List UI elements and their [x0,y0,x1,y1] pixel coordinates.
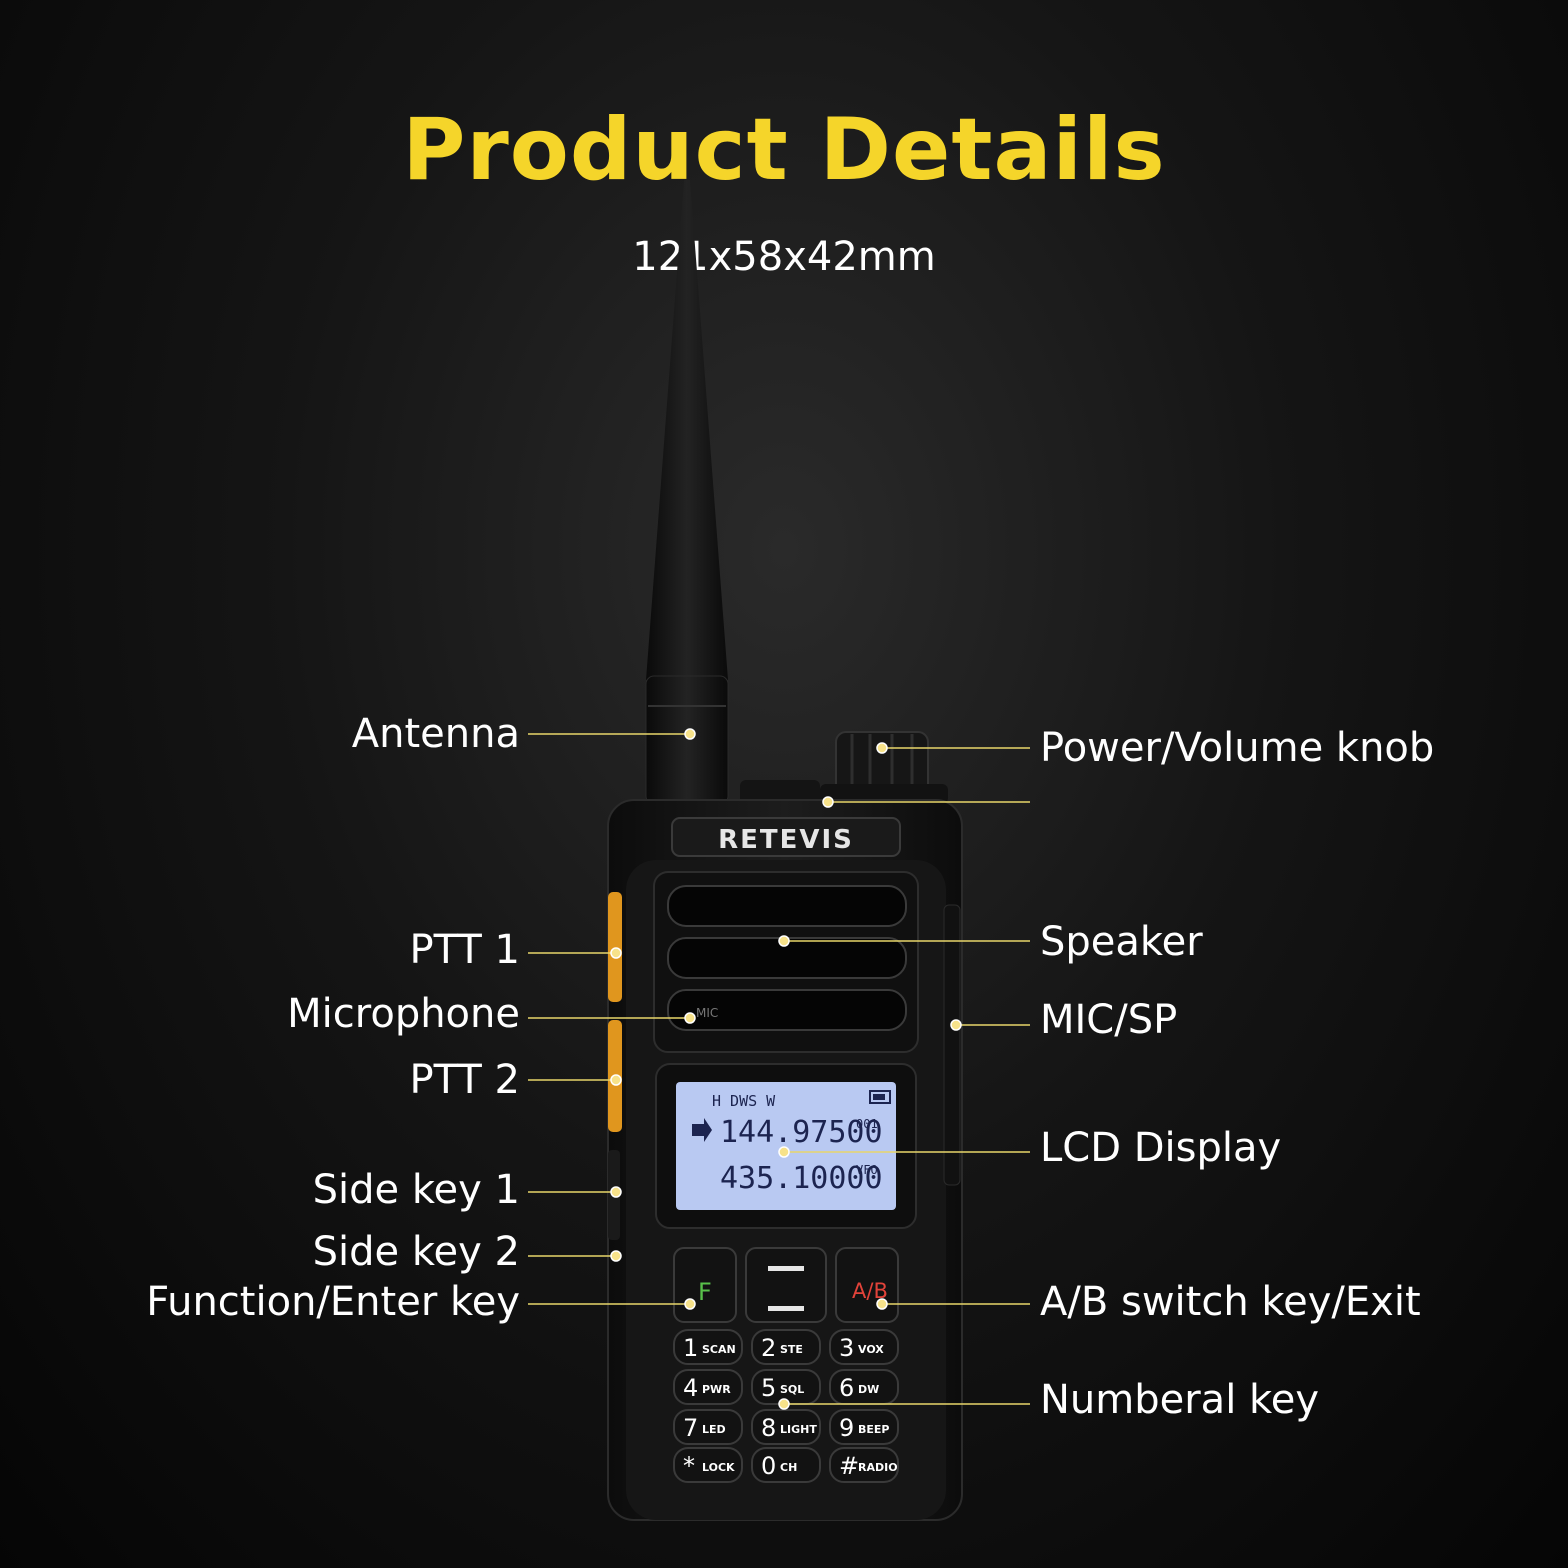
lcd-freq-a: 144.97500 [720,1115,883,1150]
nav-key[interactable] [745,1247,827,1323]
keypad-key-main: 2 [761,1334,776,1362]
keypad-key-main: 5 [761,1374,776,1402]
lcd-status-line: H DWS W [712,1092,776,1110]
side-key-2-label: Side key 2 [312,1229,520,1275]
keypad-key-main: 6 [839,1374,854,1402]
f-key-label: F [698,1278,712,1306]
speaker-label: Speaker [1040,919,1203,965]
top-connector [740,780,820,804]
up-arrow-icon [768,1266,804,1271]
function-enter-key-label: Function/Enter key [146,1279,520,1325]
keypad-key-light[interactable] [751,1409,821,1445]
keypad-key-ste[interactable] [751,1329,821,1365]
keypad-key-radio[interactable] [829,1447,899,1483]
keypad-key-sub: STE [780,1343,803,1356]
mic-mark: MIC [696,1006,718,1020]
lcd-display-label: LCD Display [1040,1125,1282,1171]
lcd-freq-a-tag: 001 [856,1117,878,1131]
keypad-key-main: 4 [683,1374,698,1402]
callout-dots [610,728,962,1410]
keypad-key-sub: LIGHT [780,1423,817,1436]
keypad-key-sub: BEEP [858,1423,889,1436]
ptt1-label: PTT 1 [409,927,520,973]
keypad-key-main: 0 [761,1452,776,1480]
microphone-label: Microphone [287,991,520,1037]
keypad-key-sub: VOX [858,1343,884,1356]
numberal-keypad: 1 SCAN 2 STE 3 VOX 4 PWR 5 SQL 6 DW 7 LED 8 LIGHT 9 BEEP *… [673,1329,899,1483]
callout-lines [528,733,1030,1405]
keypad-key-main: 3 [839,1334,854,1362]
keypad-key-main: 7 [683,1414,698,1442]
ptt2-label: PTT 2 [409,1057,520,1103]
keypad-key-main: 8 [761,1414,776,1442]
lcd-freq-b: 435.10000 [720,1161,883,1196]
keypad-key-sub: RADIO [858,1461,898,1474]
antenna-label: Antenna [351,711,520,757]
lcd-display [655,1063,917,1229]
keypad-key-led[interactable] [673,1409,743,1445]
keypad-key-sub: LED [702,1423,726,1436]
mic-sp-port [943,904,961,1186]
keypad-key-main: * [683,1452,695,1480]
keypad-key-scan[interactable] [673,1329,743,1365]
keypad-key-main: 9 [839,1414,854,1442]
speaker-grille [653,871,919,1053]
power-volume-knob-label: Power/Volume knob [1040,725,1435,771]
ptt1-button[interactable] [608,892,622,1002]
keypad-key-ch[interactable] [751,1447,821,1483]
keypad-key-beep[interactable] [829,1409,899,1445]
keypad-key-vox[interactable] [829,1329,899,1365]
keypad-key-sub: PWR [702,1383,731,1396]
keypad-key-lock[interactable] [673,1447,743,1483]
keypad-key-pwr[interactable] [673,1369,743,1405]
lcd-freq-b-tag: VFO [856,1163,878,1177]
antenna [645,180,729,805]
keypad-key-sub: CH [780,1461,797,1474]
keypad-key-main: 1 [683,1334,698,1362]
brand-plate [671,817,901,857]
keypad-key-main: # [839,1452,859,1480]
keypad-key-sub: SQL [780,1383,804,1396]
side-key-1-label: Side key 1 [312,1167,520,1213]
numberal-key-label: Numberal key [1040,1377,1320,1423]
brand-logo: RETEVIS [718,825,854,855]
keypad-key-sub: LOCK [702,1461,735,1474]
keypad-key-sub: DW [858,1383,879,1396]
page-title: Product Details [402,100,1166,200]
down-arrow-icon [768,1306,804,1311]
ab-switch-key-label: A/B switch key/Exit [1040,1279,1421,1325]
mic-sp-label: MIC/SP [1040,997,1178,1043]
keypad-key-sub: SCAN [702,1343,736,1356]
